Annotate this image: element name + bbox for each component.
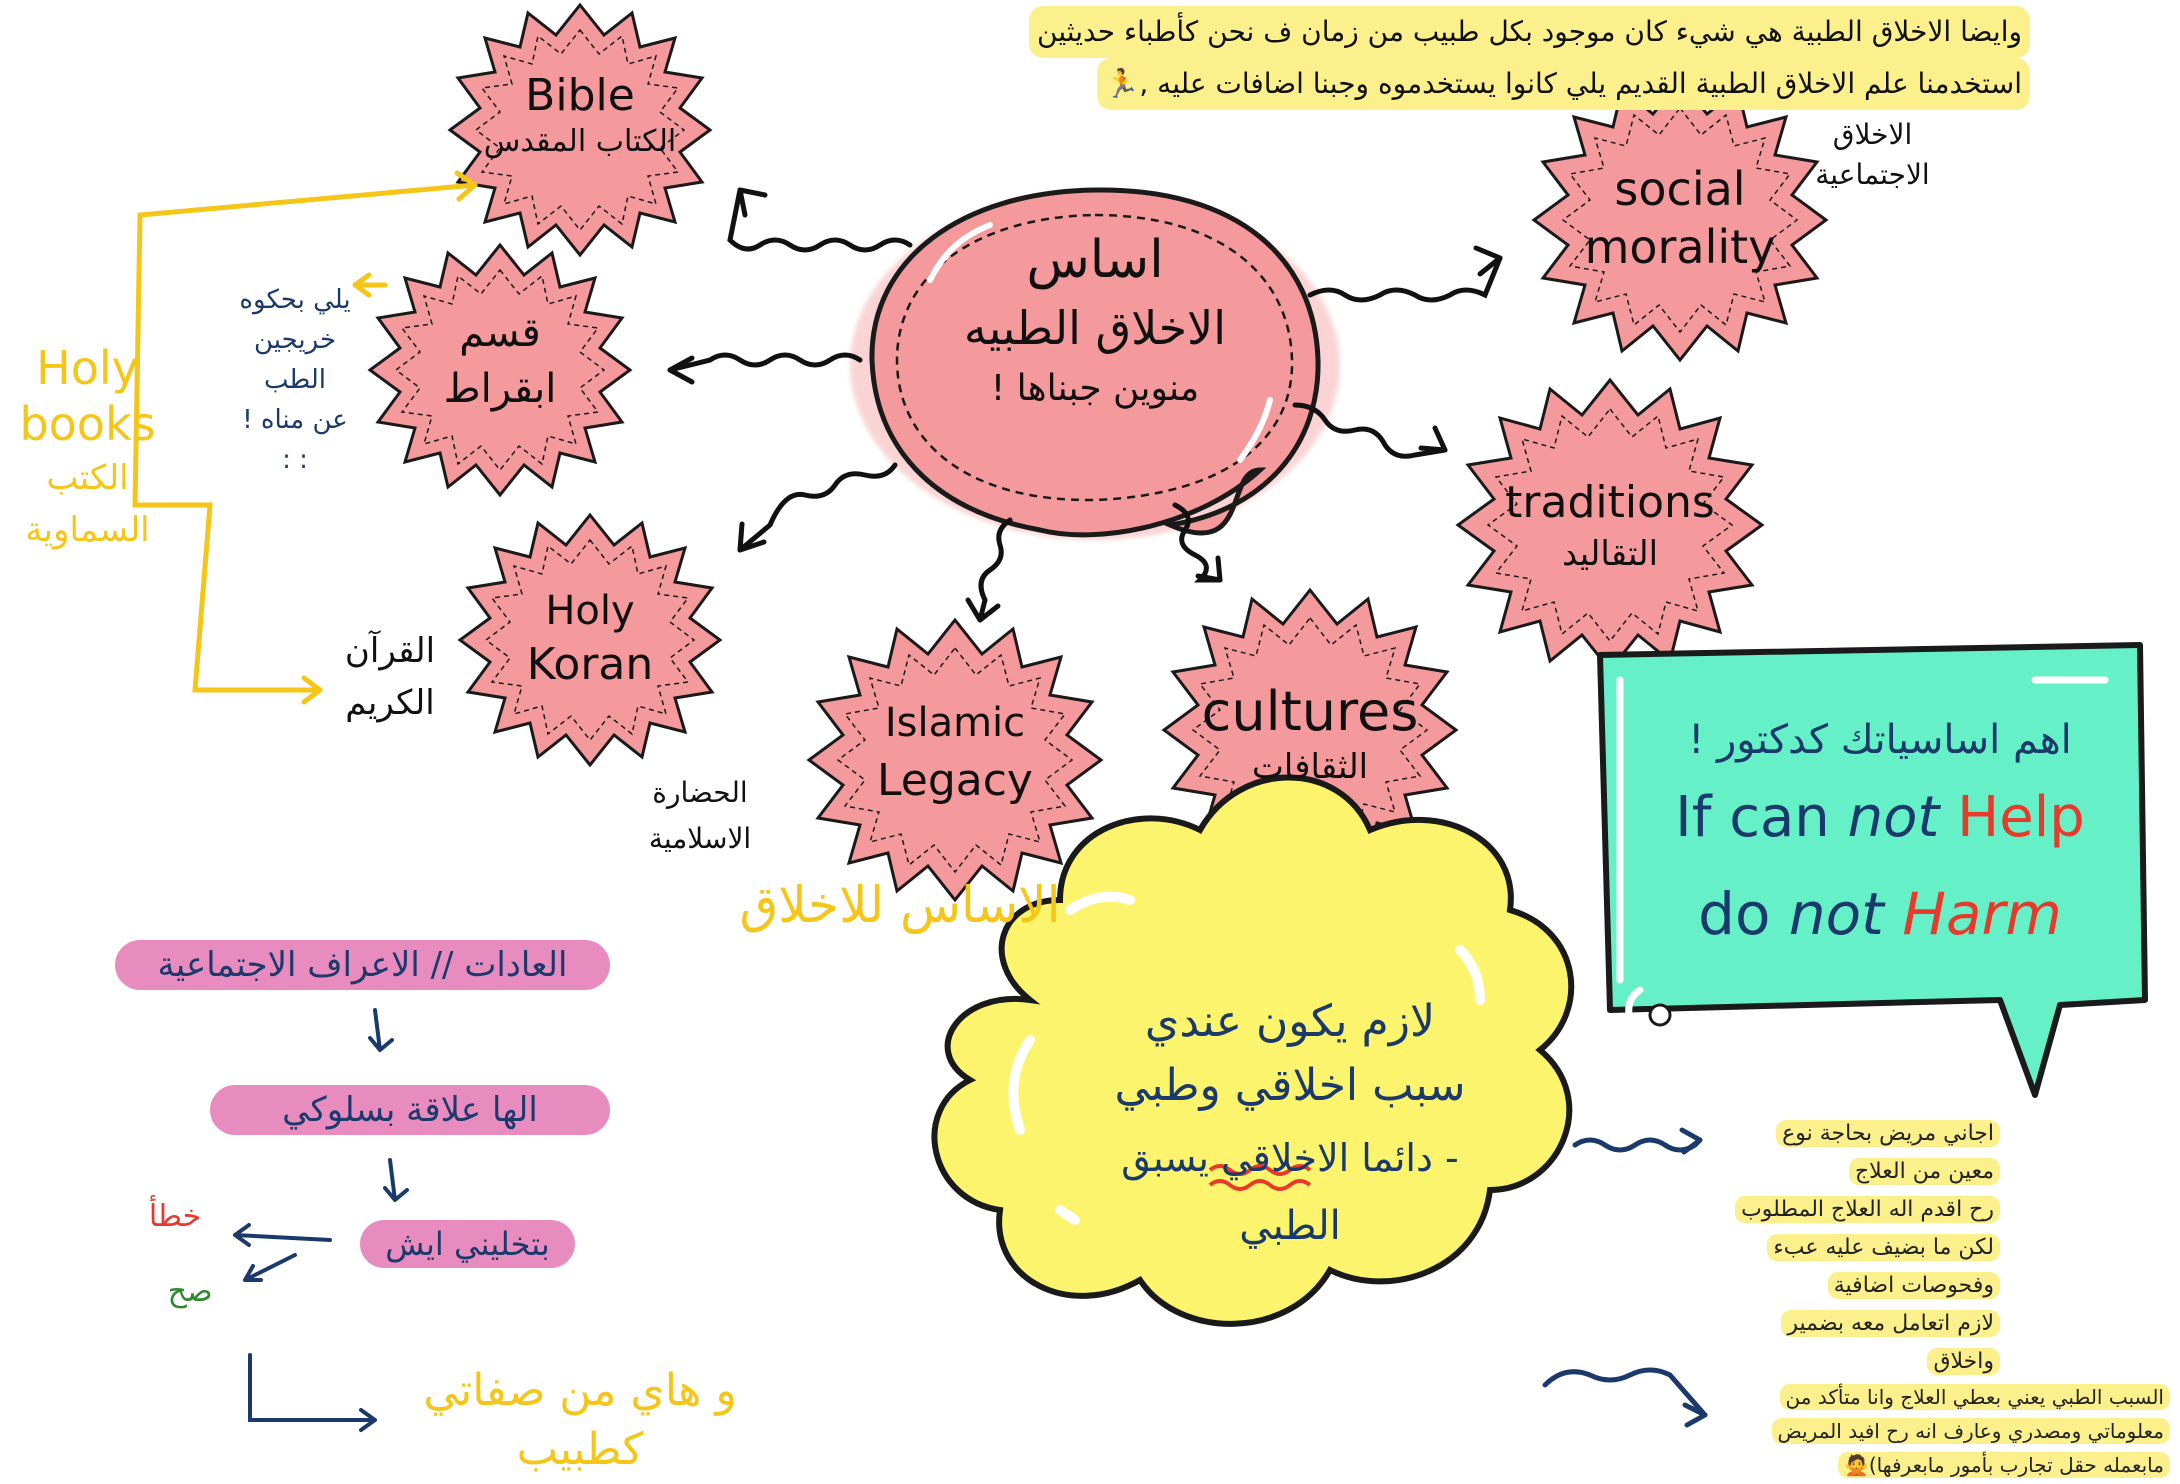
node-koran-en2: Koran bbox=[526, 639, 654, 690]
holy-books-en1: Holy bbox=[36, 341, 139, 395]
social-ar2: الاجتماعية bbox=[1815, 158, 1930, 191]
note1-line5: وفحوصات اضافية bbox=[1827, 1272, 2000, 1299]
node-social: social morality bbox=[1570, 160, 1790, 276]
note1-line4: لكن ما بضيف عليه عبء bbox=[1767, 1234, 2000, 1261]
node-islamic: Islamic Legacy bbox=[845, 695, 1065, 811]
node-cultures: cultures الثقافات bbox=[1180, 680, 1440, 790]
flow-right: صح bbox=[167, 1274, 213, 1309]
islamic-ar1: الحضارة bbox=[652, 776, 748, 809]
node-bible-en: Bible bbox=[525, 70, 635, 121]
cloud-line3: - دائما الاخلاقي يسبق bbox=[1121, 1136, 1459, 1180]
holy-books-ar2: السماوية bbox=[25, 510, 150, 550]
note-1: اجاني مريض بحاجة نوع معين من العلاج رح ا… bbox=[1700, 1115, 2000, 1381]
note1-line2: معين من العلاج bbox=[1848, 1158, 2000, 1185]
hippocrates-note: يلي بحكوه خريجين الطب عن مناه ! : : bbox=[225, 280, 365, 480]
note1-line1: اجاني مريض بحاجة نوع bbox=[1776, 1120, 2000, 1147]
node-traditions: traditions التقاليد bbox=[1480, 475, 1740, 577]
hippocrates-note-1: يلي بحكوه bbox=[239, 285, 351, 315]
node-hippocrates-ar1: قسم bbox=[459, 310, 541, 356]
top-note-line1: وايضا الاخلاق الطبية هي شيء كان موجود بك… bbox=[1029, 6, 2030, 58]
note1-line3: رح اقدم اله العلاج المطلوب bbox=[1735, 1196, 2000, 1223]
star-hippocrates bbox=[367, 242, 633, 498]
hippocrates-note-5: : : bbox=[282, 445, 308, 475]
node-islamic-en1: Islamic bbox=[884, 700, 1026, 746]
note-arrows bbox=[1542, 1127, 1708, 1428]
holy-books-en2: books bbox=[19, 397, 156, 451]
note-2: السبب الطبي يعني بعطي العلاج وانا متأكد … bbox=[1690, 1380, 2170, 1482]
note2-line1: السبب الطبي يعني بعطي العلاج وانا متأكد … bbox=[1779, 1384, 2170, 1410]
node-cultures-en: cultures bbox=[1201, 680, 1419, 743]
node-bible: Bible الكتاب المقدس bbox=[470, 70, 690, 162]
rule-line2-c: Harm bbox=[1902, 880, 2062, 948]
flow-conclusion-2: كطبيب bbox=[516, 1424, 644, 1475]
flow-wrong: خطأ bbox=[148, 1199, 202, 1234]
holy-books-bracket bbox=[132, 170, 478, 705]
node-koran: Holy Koran bbox=[490, 585, 690, 693]
connector-arrows bbox=[667, 187, 1503, 623]
social-ar-label: الاخلاق الاجتماعية bbox=[1805, 115, 1940, 195]
node-hippocrates: قسم ابقراط bbox=[400, 305, 600, 417]
center-line3: منوين جبناها ! bbox=[990, 368, 1200, 409]
holy-books-label: Holy books الكتب السماوية bbox=[5, 340, 170, 556]
center-line1: اساس bbox=[1026, 230, 1164, 290]
flow-step2: الها علاقة بسلوكي bbox=[282, 1090, 538, 1130]
center-title: اساس الاخلاق الطبيه منوين جبناها ! bbox=[930, 225, 1260, 417]
holy-books-ar1: الكتب bbox=[46, 458, 129, 498]
star-koran bbox=[457, 512, 723, 768]
note1-line7: واخلاق bbox=[1927, 1348, 2000, 1375]
flow-arrows bbox=[233, 1008, 409, 1432]
hippocrates-note-4: عن مناه ! bbox=[242, 405, 348, 435]
islamic-ar2: الاسلامية bbox=[648, 822, 752, 855]
koran-ar1: القرآن bbox=[344, 631, 436, 671]
rule-box-shape bbox=[1597, 642, 2148, 1098]
rule-line2: do not Harm bbox=[1640, 866, 2120, 962]
note2-line3: مابعمله حقل تجارب بأمور مابعرفها)🙅 bbox=[1837, 1452, 2170, 1478]
node-hippocrates-ar2: ابقراط bbox=[443, 366, 557, 412]
rule-line1: If can not Help bbox=[1640, 770, 2120, 866]
foundation-label: الاساس للاخلاق bbox=[739, 876, 1061, 934]
node-traditions-en: traditions bbox=[1505, 477, 1715, 528]
koran-ar-label: القرآن الكريم bbox=[325, 625, 455, 729]
node-islamic-en2: Legacy bbox=[877, 755, 1033, 806]
star-bible bbox=[447, 2, 713, 258]
rule-line1-c: Help bbox=[1957, 785, 2085, 850]
flow-conclusion-1: و هاي من صفاتي bbox=[423, 1365, 737, 1416]
flow-step3: بتخليني ايش bbox=[385, 1225, 550, 1263]
rule-line1-a: If can bbox=[1675, 785, 1830, 850]
cloud-line2: سبب اخلاقي وطبي bbox=[1114, 1060, 1466, 1111]
cloud-line4: الطبي bbox=[1239, 1203, 1341, 1249]
rule-line2-a: do bbox=[1698, 880, 1771, 948]
hippocrates-note-2: خريجين bbox=[253, 325, 337, 355]
node-social-en2: morality bbox=[1584, 220, 1776, 274]
highlight-bars bbox=[115, 940, 610, 1268]
node-bible-ar: الكتاب المقدس bbox=[483, 124, 677, 159]
top-note: وايضا الاخلاق الطبية هي شيء كان موجود بك… bbox=[1029, 6, 2030, 110]
thought-cloud bbox=[931, 774, 1575, 1327]
rule-line1-b: not bbox=[1847, 785, 1940, 850]
koran-ar2: الكريم bbox=[345, 683, 435, 723]
social-ar1: الاخلاق bbox=[1832, 118, 1913, 151]
center-bubble bbox=[850, 187, 1340, 540]
rule-line2-b: not bbox=[1788, 880, 1884, 948]
hippocrates-note-3: الطب bbox=[263, 365, 326, 395]
cloud-line1: لازم يكون عندي bbox=[1144, 996, 1436, 1047]
rule-box: اهم اساسياتك كدكتور ! If can not Help do… bbox=[1640, 710, 2120, 962]
star-social bbox=[1531, 77, 1829, 363]
center-line2: الاخلاق الطبيه bbox=[963, 301, 1227, 355]
cloud-text: لازم يكون عندي سبب اخلاقي وطبي - دائما ا… bbox=[1040, 990, 1540, 1254]
top-note-line2: استخدمنا علم الاخلاق الطبية القديم يلي ك… bbox=[1096, 58, 2030, 110]
node-traditions-ar: التقاليد bbox=[1561, 534, 1659, 574]
rule-box-title: اهم اساسياتك كدكتور ! bbox=[1688, 717, 2072, 763]
note2-line2: معلوماتي ومصدري وعارف انه رح افيد المريض bbox=[1771, 1418, 2170, 1444]
flow-conclusion: و هاي من صفاتي كطبيب bbox=[390, 1360, 770, 1478]
islamic-ar-label: الحضارة الاسلامية bbox=[630, 770, 770, 862]
node-koran-en1: Holy bbox=[545, 588, 635, 634]
note1-line6: لازم اتعامل معه بضمير bbox=[1781, 1310, 2000, 1337]
flow-step1: العادات // الاعراف الاجتماعية bbox=[157, 945, 568, 985]
node-cultures-ar: الثقافات bbox=[1251, 747, 1369, 787]
node-social-en1: social bbox=[1614, 162, 1746, 216]
star-islamic bbox=[806, 617, 1104, 903]
